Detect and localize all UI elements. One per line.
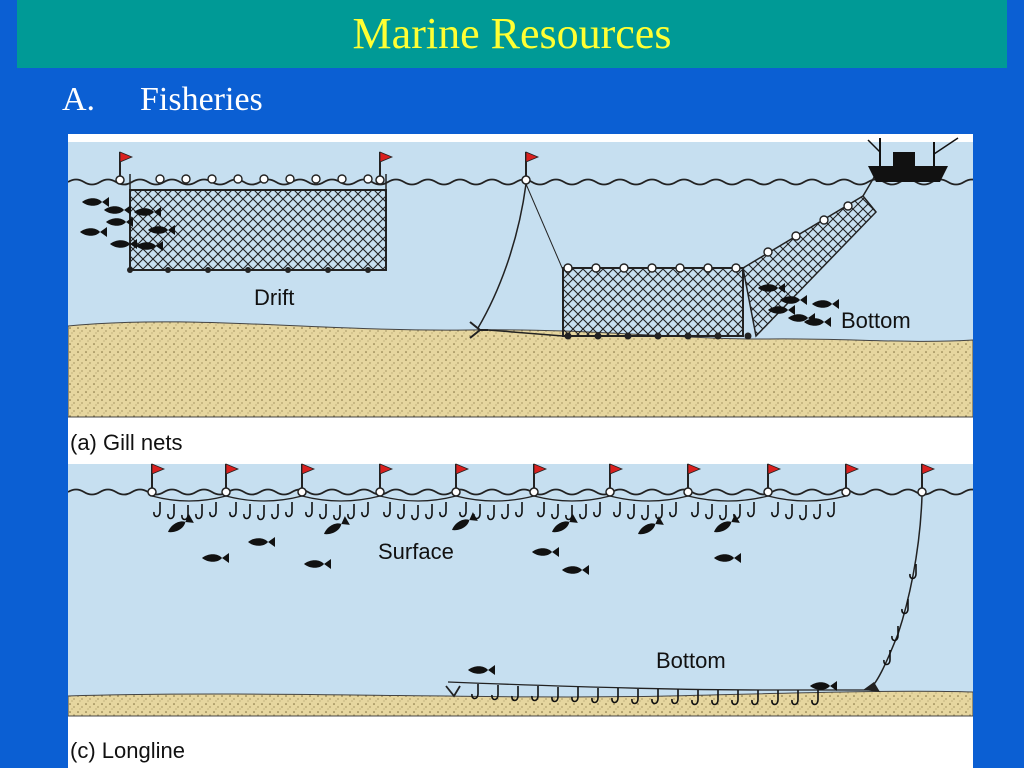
seabed-c [68, 690, 973, 717]
label-bottom-longline: Bottom [656, 648, 726, 673]
bullet-marker: A. [62, 81, 96, 118]
water-area-c [68, 464, 973, 716]
drift-gill-net [127, 174, 387, 273]
buoy-line [477, 183, 527, 329]
caption-longline: (c) Longline [70, 738, 185, 763]
bullet-item: A. Fisheries [62, 78, 263, 122]
sea-surface-c [68, 488, 973, 496]
label-bottom-net: Bottom [841, 308, 911, 333]
longline-weight-icon [863, 682, 880, 692]
fishing-boat-icon [867, 137, 959, 182]
surface-mainline [151, 495, 847, 502]
panel-a-gill-nets: Drift [68, 137, 973, 418]
panel-c-longline: Surface Bottom [68, 463, 973, 717]
fishing-methods-illustration: Drift [68, 137, 973, 717]
anchor-icon [469, 321, 488, 339]
label-drift: Drift [254, 285, 294, 310]
sea-surface-a [68, 178, 973, 186]
title-bar: Marine Resources [17, 0, 1007, 68]
bottom-longline-dropline [867, 495, 923, 691]
caption-gill-nets: (a) Gill nets [70, 430, 183, 455]
slide-title: Marine Resources [352, 9, 672, 58]
longline-anchor-icon [445, 685, 461, 698]
bottom-gill-net [562, 173, 878, 340]
bullet-text: Fisheries [140, 81, 263, 118]
bottom-mainline [447, 681, 868, 691]
label-surface: Surface [378, 539, 454, 564]
fishing-methods-figure: Drift [68, 134, 973, 768]
